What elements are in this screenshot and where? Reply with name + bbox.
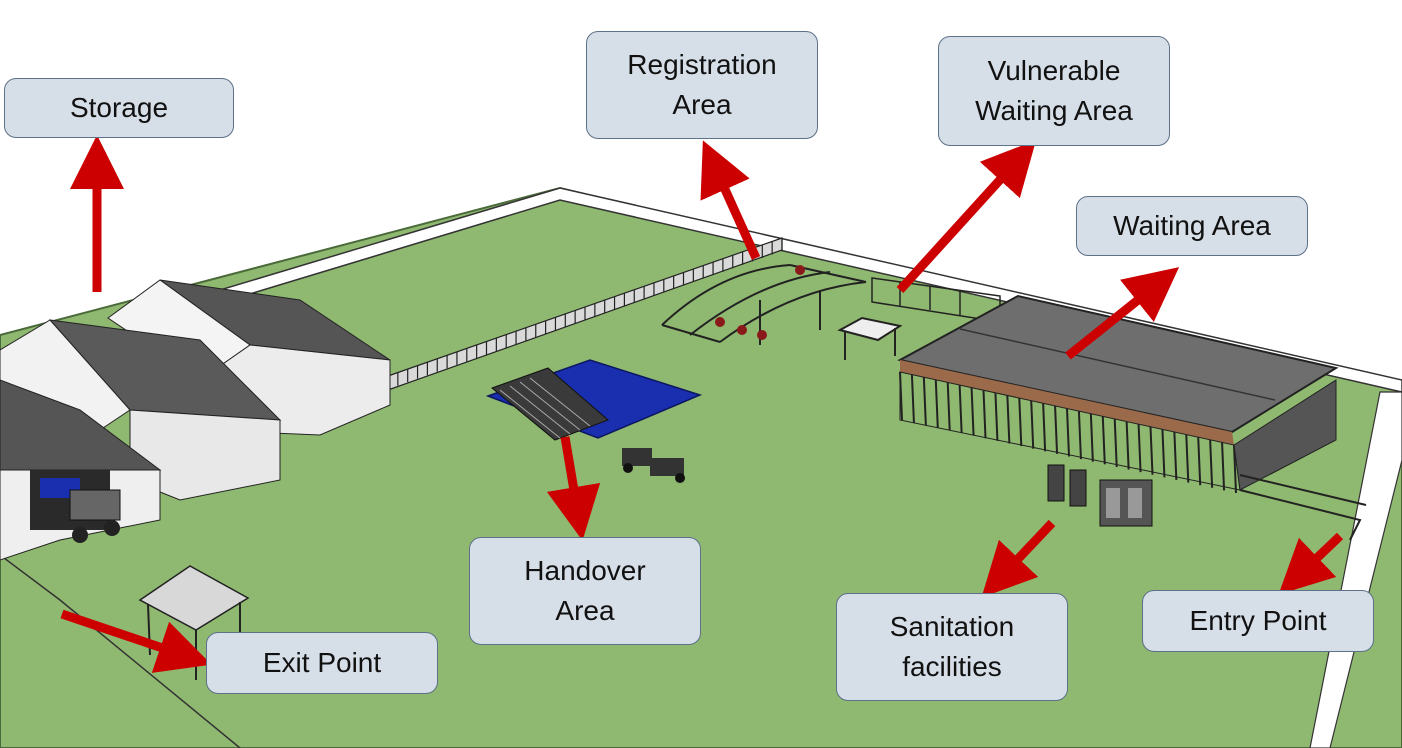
handover-tarp — [485, 359, 703, 483]
shelter-post — [994, 392, 999, 441]
entry-point-label: Entry Point — [1142, 590, 1374, 652]
sanitation-units — [1047, 464, 1153, 527]
arrow-entry — [1278, 532, 1344, 595]
shelter-post — [1125, 421, 1130, 470]
exit-point-label: Exit Point — [206, 632, 438, 694]
shelter-post — [946, 382, 951, 431]
vulnerable-waiting-area-label: Vulnerable Waiting Area — [938, 36, 1170, 146]
shelter-post — [1149, 426, 1154, 475]
shelter-post — [970, 387, 975, 436]
arrow-handover — [546, 436, 601, 541]
sanitation-facilities-label: Sanitation facilities — [836, 593, 1068, 701]
waiting-area-label: Waiting Area — [1076, 196, 1308, 256]
handover-area-label: Handover Area — [469, 537, 701, 645]
shelter-post — [1042, 403, 1047, 452]
shelter-post — [1077, 411, 1082, 460]
shelter-post — [1185, 434, 1190, 483]
shelter-post — [1173, 431, 1178, 481]
interior-fence — [387, 237, 783, 391]
arrow-vulnerable — [896, 140, 1037, 294]
shelter-post — [1018, 398, 1023, 447]
pointer-arrows — [60, 135, 1344, 673]
storage-tents — [0, 279, 391, 561]
shelter-post — [1161, 429, 1166, 478]
registration-shelters — [661, 264, 903, 360]
arrow-registration — [700, 140, 761, 260]
shelter-post — [1089, 413, 1094, 462]
shelter-post — [1113, 418, 1118, 467]
shelter-post — [1209, 439, 1214, 488]
shelter-post — [1054, 405, 1059, 454]
storage-label: Storage — [4, 78, 234, 138]
shelter-post — [899, 371, 903, 421]
arrow-sanitation — [981, 519, 1056, 598]
shelter-post — [1006, 395, 1011, 444]
waiting-area-shelter — [897, 294, 1367, 541]
shelter-post — [934, 379, 939, 428]
shelter-post — [1101, 416, 1106, 465]
shelter-post — [1221, 442, 1226, 491]
arrow-exit — [60, 609, 212, 673]
shelter-post — [1066, 408, 1070, 457]
shelter-post — [1137, 424, 1142, 473]
shelter-post — [922, 377, 927, 426]
shelter-post — [1030, 400, 1035, 449]
shelter-post — [958, 384, 963, 434]
shelter-post — [1233, 444, 1237, 494]
shelter-post — [1197, 437, 1202, 486]
registration-area-label: Registration Area — [586, 31, 818, 139]
arrow-waiting — [1065, 267, 1180, 360]
shelter-post — [982, 390, 987, 439]
shelter-post — [910, 374, 915, 423]
